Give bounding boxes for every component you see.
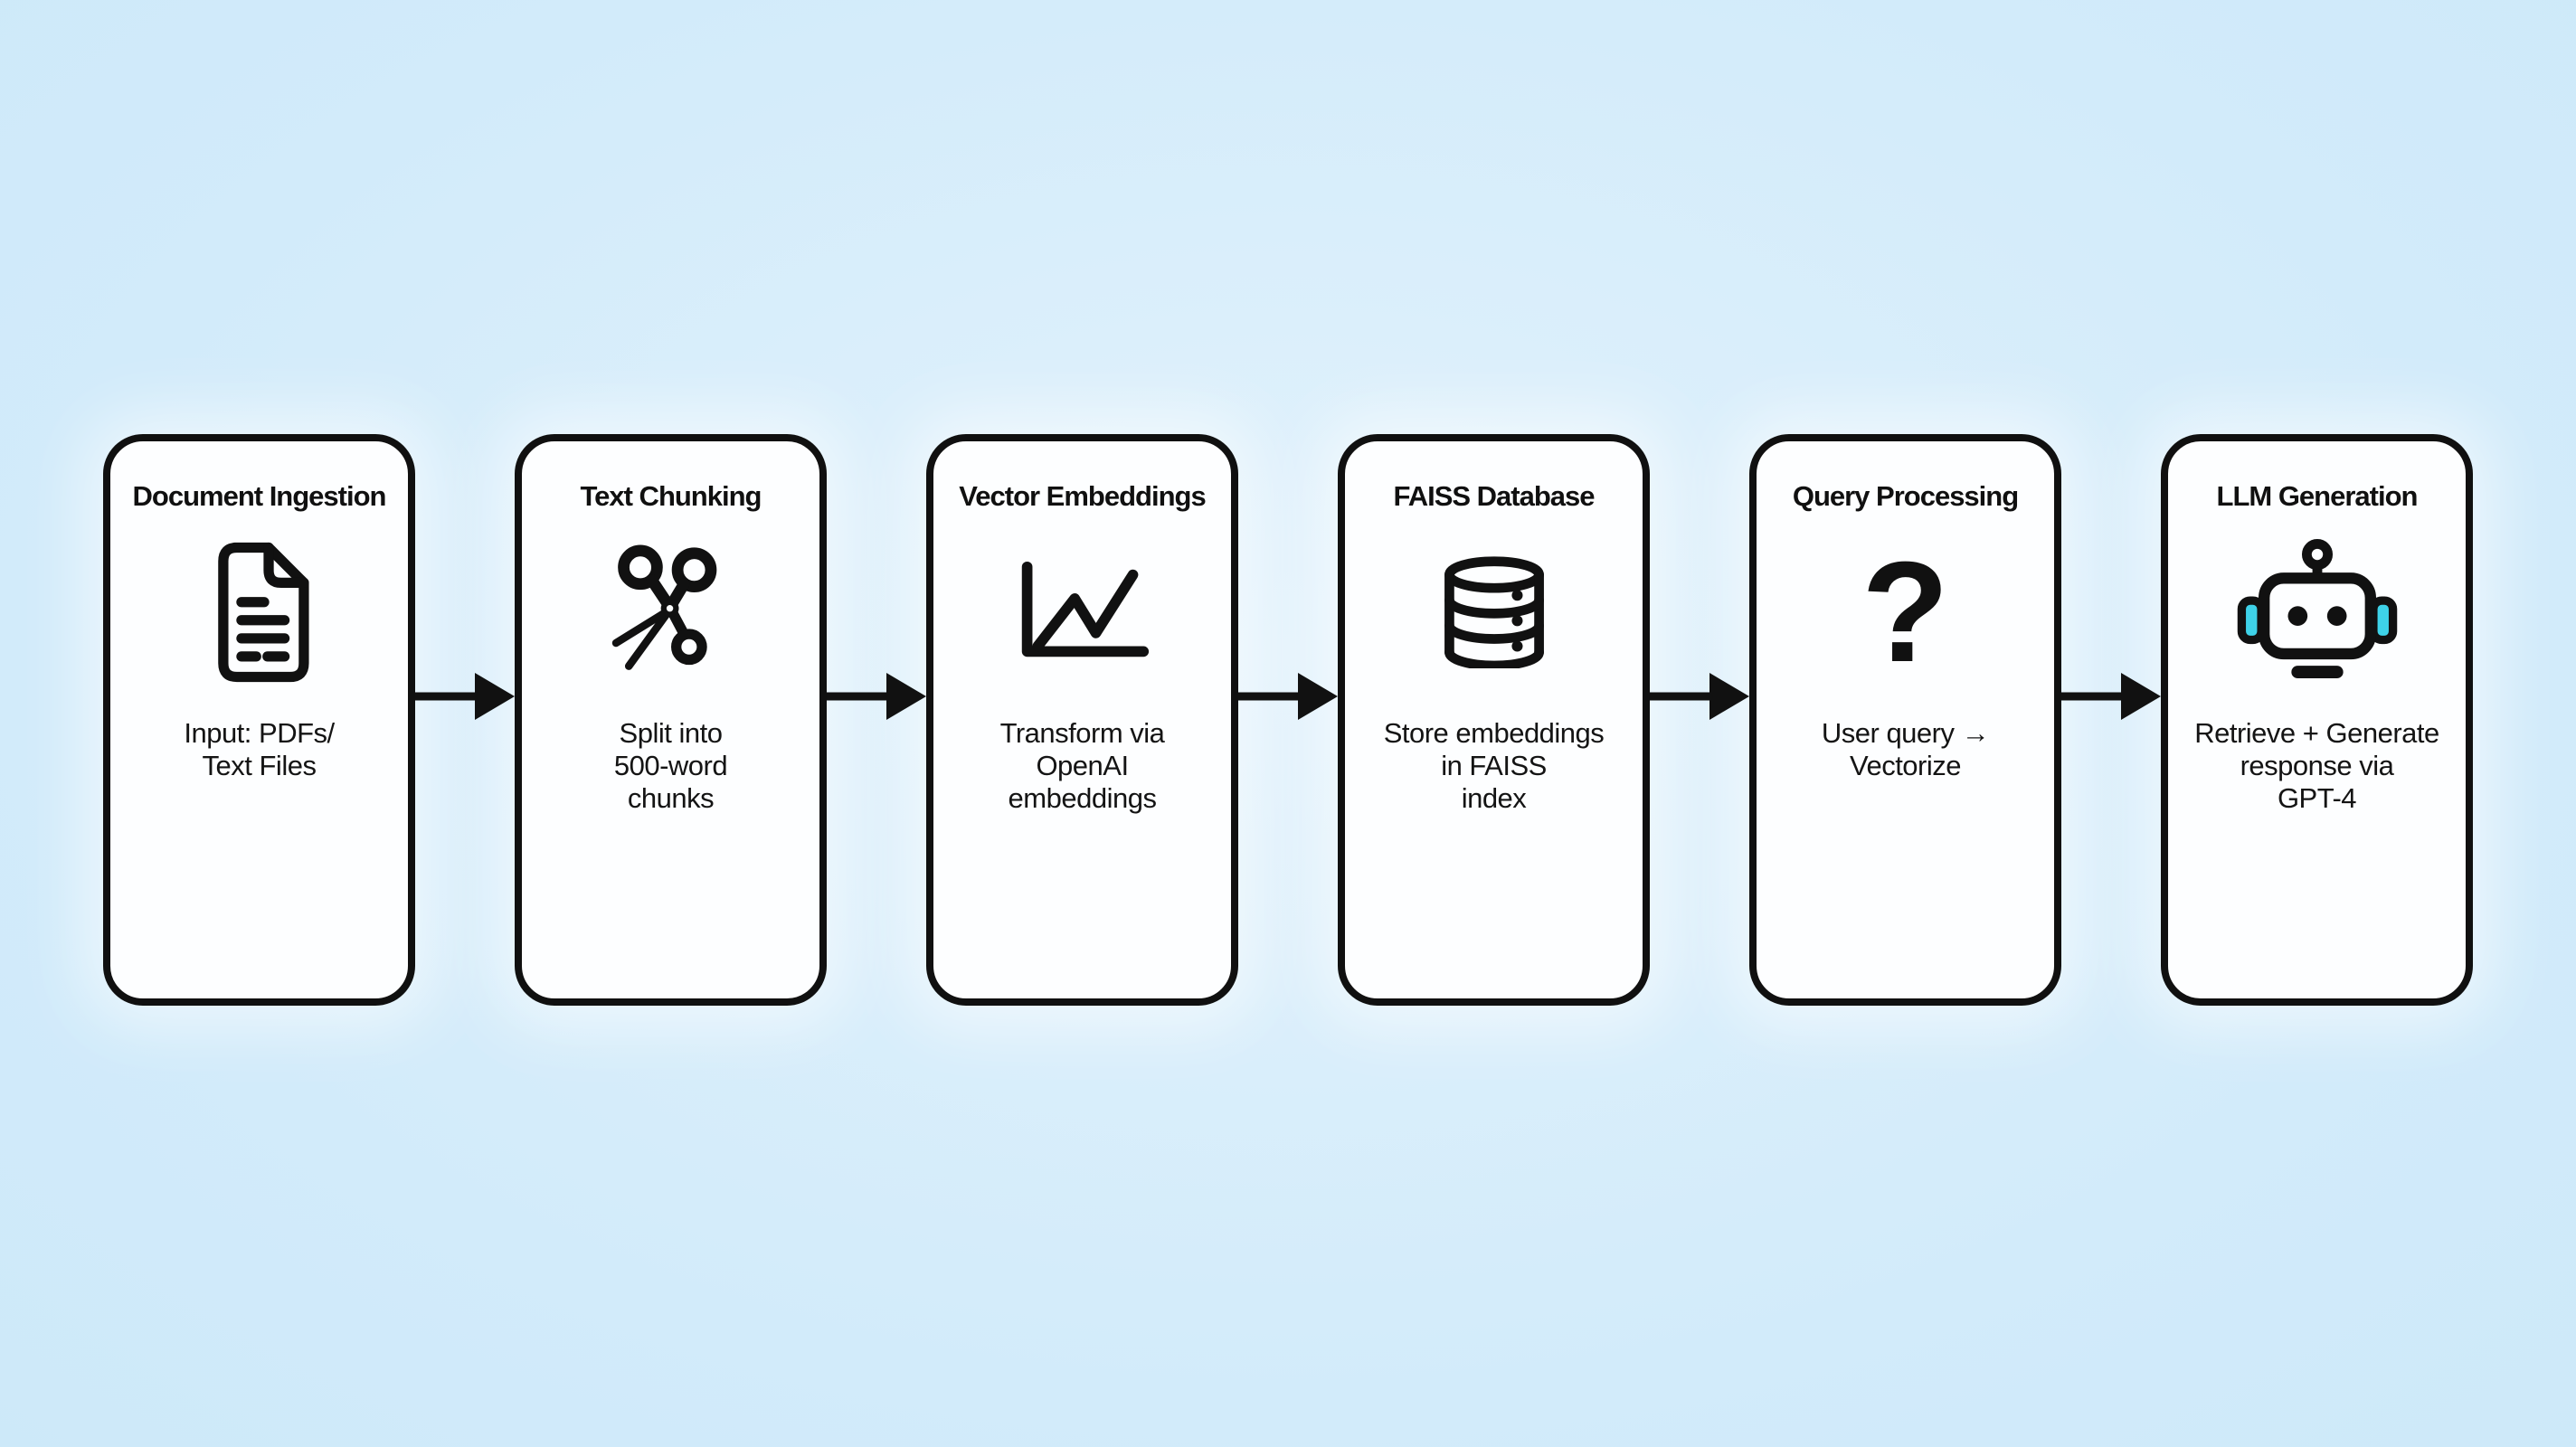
step-box-llm-generation: LLM Generation Retrieve + Generate respo…: [2161, 434, 2473, 1006]
scissors-icon: [607, 519, 735, 705]
step-title: LLM Generation: [2216, 480, 2419, 512]
question-mark-glyph: ?: [1861, 532, 1949, 692]
step-description: Split into 500-word chunks: [613, 717, 728, 814]
step-title: Text Chunking: [580, 480, 762, 512]
step-description: Retrieve + Generate response via GPT-4: [2194, 717, 2439, 814]
flow-arrow: [2061, 434, 2161, 1006]
step-box-document-ingestion: Document Ingestion Input: PDFs/ Text Fil…: [103, 434, 415, 1006]
step-box-query-processing: Query Processing ? User query → Vectoriz…: [1749, 434, 2061, 1006]
step-box-vector-embeddings: Vector Embeddings Transform via OpenAI e…: [926, 434, 1238, 1006]
step-title: Document Ingestion: [132, 480, 387, 512]
step-box-text-chunking: Text Chunking Split into 500-word chunks: [515, 434, 827, 1006]
flow-arrow: [1238, 434, 1338, 1006]
flow-arrow: [1650, 434, 1749, 1006]
step-title: FAISS Database: [1393, 480, 1595, 512]
line-chart-icon: [1014, 519, 1151, 705]
step-description: Store embeddings in FAISS index: [1383, 717, 1605, 814]
robot-icon: [2233, 519, 2401, 705]
step-description: Input: PDFs/ Text Files: [184, 717, 335, 781]
flow-arrow: [827, 434, 926, 1006]
question-mark-icon: ?: [1861, 519, 1949, 705]
database-icon: [1434, 519, 1555, 705]
step-title: Vector Embeddings: [959, 480, 1206, 512]
step-box-faiss-database: FAISS Database Store embeddings in FAISS…: [1338, 434, 1650, 1006]
step-description: User query → Vectorize: [1821, 717, 1990, 781]
document-icon: [203, 519, 317, 705]
flow-arrow: [415, 434, 515, 1006]
step-title: Query Processing: [1792, 480, 2019, 512]
pipeline-row: Document Ingestion Input: PDFs/ Text Fil…: [0, 434, 2576, 1006]
step-description: Transform via OpenAI embeddings: [999, 717, 1165, 814]
